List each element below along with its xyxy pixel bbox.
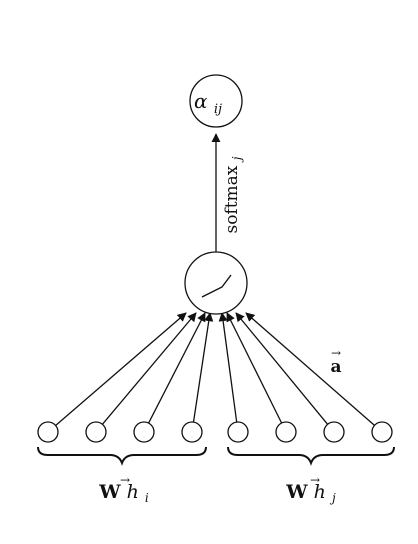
input-edge (148, 312, 206, 424)
input-group-label-i: → W h i (98, 473, 149, 505)
group-i-arrow: → (120, 473, 130, 487)
group-j-subscript: j (329, 491, 336, 505)
attention-vector-symbol: a (330, 357, 341, 377)
input-nodes (37, 421, 393, 443)
output-symbol: α (194, 89, 208, 113)
group-i-subscript: i (145, 491, 149, 505)
input-node (37, 421, 59, 443)
output-subscript: ij (214, 102, 222, 117)
input-edge (235, 312, 329, 425)
svg-text:softmax j: softmax j (222, 156, 244, 233)
attention-vector-arrow: → (331, 346, 341, 360)
input-edge (245, 312, 375, 426)
input-edge (55, 312, 187, 426)
group-j-symbol: h (314, 481, 326, 503)
input-group-label-j: → W h j (285, 473, 336, 505)
svg-text:W h i: W h i (98, 481, 149, 505)
output-label: α ij (194, 89, 222, 117)
input-node (133, 421, 155, 443)
input-edge (101, 312, 197, 425)
activation-node (184, 251, 248, 315)
input-node (227, 421, 249, 443)
input-edge (218, 312, 238, 423)
output-circle (189, 74, 243, 128)
input-edge (226, 312, 283, 424)
group-j-arrow: → (310, 473, 320, 487)
input-node (323, 421, 345, 443)
softmax-label: softmax j (222, 156, 244, 233)
output-node: α ij (189, 74, 243, 128)
softmax-text: softmax (222, 165, 242, 233)
group-j-weight: W (285, 481, 308, 503)
input-edge (192, 312, 214, 423)
input-node (181, 421, 203, 443)
left-brace (37, 446, 207, 466)
input-node (85, 421, 107, 443)
input-edges (55, 312, 375, 426)
softmax-subscript: j (230, 156, 244, 163)
input-node (275, 421, 297, 443)
activation-circle (184, 251, 248, 315)
attention-vector-label: → a (330, 346, 341, 377)
group-i-symbol: h (127, 481, 139, 503)
right-brace (227, 446, 395, 466)
leaky-relu-icon (201, 274, 232, 298)
svg-text:W h j: W h j (285, 481, 336, 505)
group-i-weight: W (98, 481, 121, 503)
input-node (371, 421, 393, 443)
